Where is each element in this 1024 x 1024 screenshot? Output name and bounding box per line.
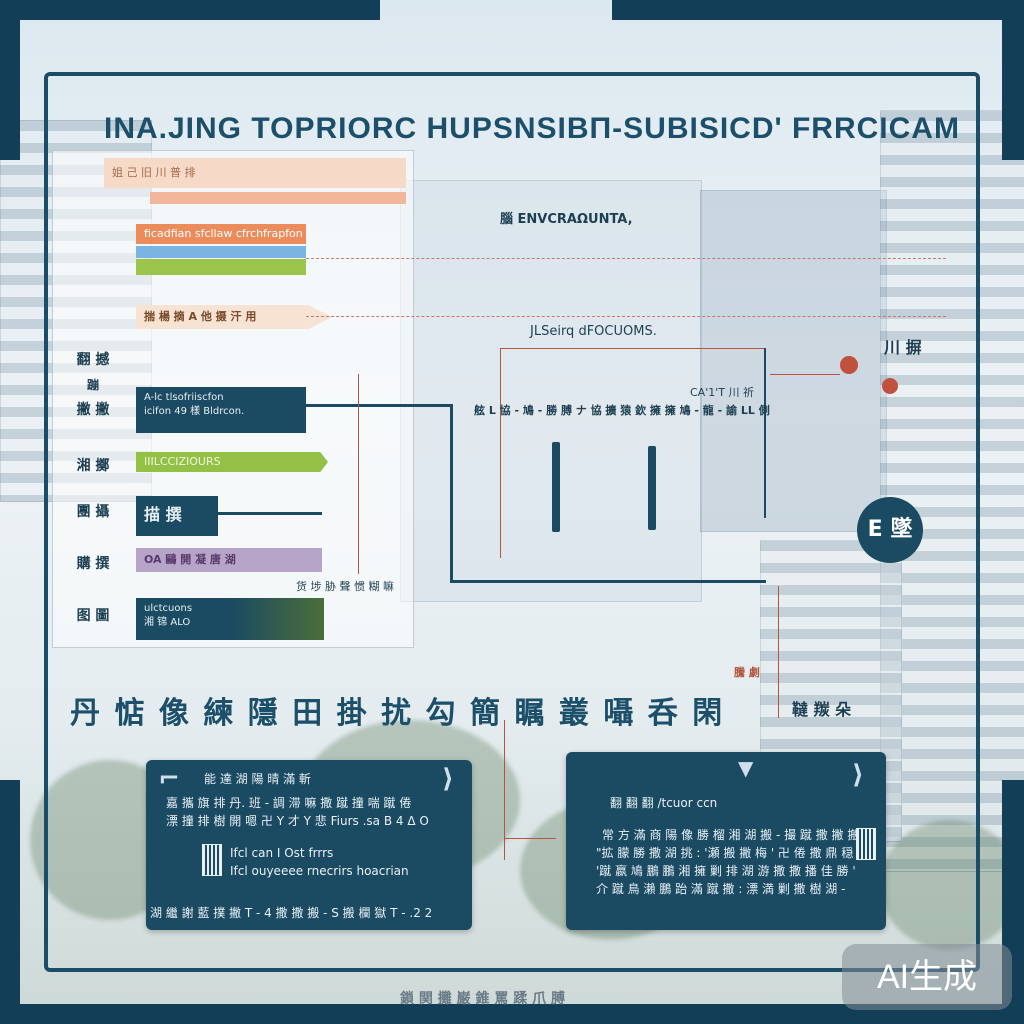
frame-edge-right-top [1002,0,1024,160]
qr-code-icon [856,828,876,860]
connector-red-v3 [778,586,779,718]
connector-right-v [764,348,766,518]
circle-badge: E 墜 [857,497,923,563]
connector-main-v1 [450,404,453,582]
focus-label: JLSeirq dFOCUOMS. [530,324,657,339]
green-band: IIILCCIZIOURS [136,452,328,472]
dark-box-3-line1: ulctcuons [144,603,193,614]
card-right: ▼ ⟩ 翻 翻 翻 /tcuor ccn 常 方 滿 商 陽 像 勝 榴 湘 湖… [566,752,886,930]
card-right-line4: 介 蹴 鳥 瀨 鵬 跆 滿 蹴 撒 : 漂 満 剿 撒 樹 湖 - [596,882,846,896]
connector-red-h3 [504,838,556,839]
tag-right: 韃 羰 朵 [792,700,852,719]
top-band-1: 姐 己 旧 川 普 排 [104,158,406,188]
card-left-line3: Ifcl can I Ost frrrs [230,846,334,860]
card-right-line2: "拡 朦 勝 撒 湖 挑 : '瀬 搬 撇 梅 ' 卍 倦 撒 鼎 穏 [596,846,854,860]
band-orange: ficadfian sfcllaw cfrchfrapfon [136,224,306,244]
frame-edge-top-right [612,0,1024,20]
bar-indicator-2 [648,446,656,530]
right-label-mid: CA'1'T 川 祈 [690,386,754,399]
tree-4 [880,820,1020,950]
card-left-line4: Ifcl ouyeeee rnecrirs hoacrian [230,864,409,878]
red-marker-2 [882,378,898,394]
triangle-down-icon: ▼ [738,756,754,780]
dark-box-2: 描 撰 [136,496,218,536]
connector-red-v1 [358,374,359,574]
main-caption: 丹 惦 像 練 隱 田 掛 扰 勾 簡 瞩 叢 囁 呑 閑 [70,696,725,731]
card-right-line3: '蹴 嬴 鳩 鵬 鵬 湘 擁 剿 排 湖 游 撒 撒 播 佳 勝 ' [596,864,856,878]
diagram-title: INA.JING TOPRIORC HUPSNSIBΠ-SUBISICD' FR… [104,112,960,145]
right-label-top: 川 摒 [884,338,922,357]
dark-box-1-line1: A-lc tlsofriiscfon [144,392,224,403]
env-label: 腦 ENVCRAΩUNTA, [500,212,633,227]
tag-mid: 騰 劇 [734,666,760,679]
dark-box-3: ulctcuons 湘 锦 ALO [136,598,324,640]
connector-red-h2 [770,374,840,375]
connector-main-h1 [306,404,452,407]
icon-cell: 湘 擲 [76,458,110,474]
icon-cell: 图 圖 [76,608,110,624]
row-label: 舷 L 協 - 鳩 - 勝 膊 ナ 協 擴 猿 欽 擁 擁 鳩 - 龍 - 諭 … [474,404,770,417]
card-left: ⌐ ⟩ 能 達 湖 陽 晴 滿 斬 嘉 攜 旗 排 丹. 班 - 調 滞 嘛 撒… [146,760,472,930]
card-left-footer: 湖 繼 謝 藍 撲 撇 T - 4 撒 撒 搬 - S 搬 欄 獄 T - .2… [150,906,433,920]
ai-generated-watermark: AI生成 [842,944,1012,1010]
card-left-line2: 漂 撞 排 樹 開 嗯 卍 Y 才 Y 悲 Fiurs .sa B 4 Δ O [166,814,429,828]
card-left-heading: 能 達 湖 陽 晴 滿 斬 [204,772,311,786]
frame-edge-left-bottom [0,780,20,1024]
band-tag: 揣 楊 摘 A 他 摄 汗 用 [136,305,332,329]
dark-box-1: A-lc tlsofriiscfon icifon 49 樣 Bldrcon. [136,387,306,433]
qr-code-icon [202,844,222,876]
icon-column: 翻 撼 蹦 撇 撇 撼 陽 湘 擲 團 攝 購 撰 图 圖 [52,150,134,646]
card-left-line1: 嘉 攜 旗 排 丹. 班 - 調 滞 嘛 撒 蹴 撞 喘 蹴 倦 [166,796,412,810]
bottom-caption: 鎖 関 攤 巌 錐 罵 蹂 爪 膊 [400,991,565,1007]
frame-edge-top-left [0,0,380,20]
band-green [136,259,306,275]
chevron-right-icon: ⟩ [442,764,454,794]
red-marker-1 [840,356,858,374]
dark-box-1-line2: icifon 49 樣 Bldrcon. [144,406,245,417]
diagram-frame [44,72,980,972]
connector-red-v4 [504,720,505,860]
bar-indicator-1 [552,442,560,532]
icon-cell: 蹦 [86,378,99,392]
frame-edge-bottom [0,1004,1024,1024]
dashed-guide-2 [306,316,946,317]
connector-red-v2 [500,348,501,558]
band-blue [136,246,306,258]
card-right-line1: 常 方 滿 商 陽 像 勝 榴 湘 湖 搬 - 撮 蹴 撒 撇 搬 [602,828,860,842]
top-band-2 [150,192,406,204]
frame-edge-left-top [0,0,20,160]
icon-cell: 購 撰 [76,556,110,572]
chevron-right-icon: ⟩ [852,760,864,790]
purple-band: OA 鷗 開 凝 唐 湖 [136,548,322,572]
card-right-heading: 翻 翻 翻 /tcuor ccn [610,796,718,810]
connector-box2 [218,512,322,515]
icon-cell: 團 攝 [76,504,110,520]
dark-box-3-line2: 湘 锦 ALO [144,617,191,628]
bracket-icon: ⌐ [158,764,180,794]
icon-cell: 翻 撼 [76,352,110,368]
connector-main-h2 [450,580,766,583]
bottom-label: 货 埗 胁 聲 惯 糊 嘛 [296,580,394,593]
building-right [880,110,1024,872]
icon-cell: 撇 撇 [76,402,110,418]
connector-red-h1 [500,348,766,349]
dashed-guide-1 [306,258,946,259]
